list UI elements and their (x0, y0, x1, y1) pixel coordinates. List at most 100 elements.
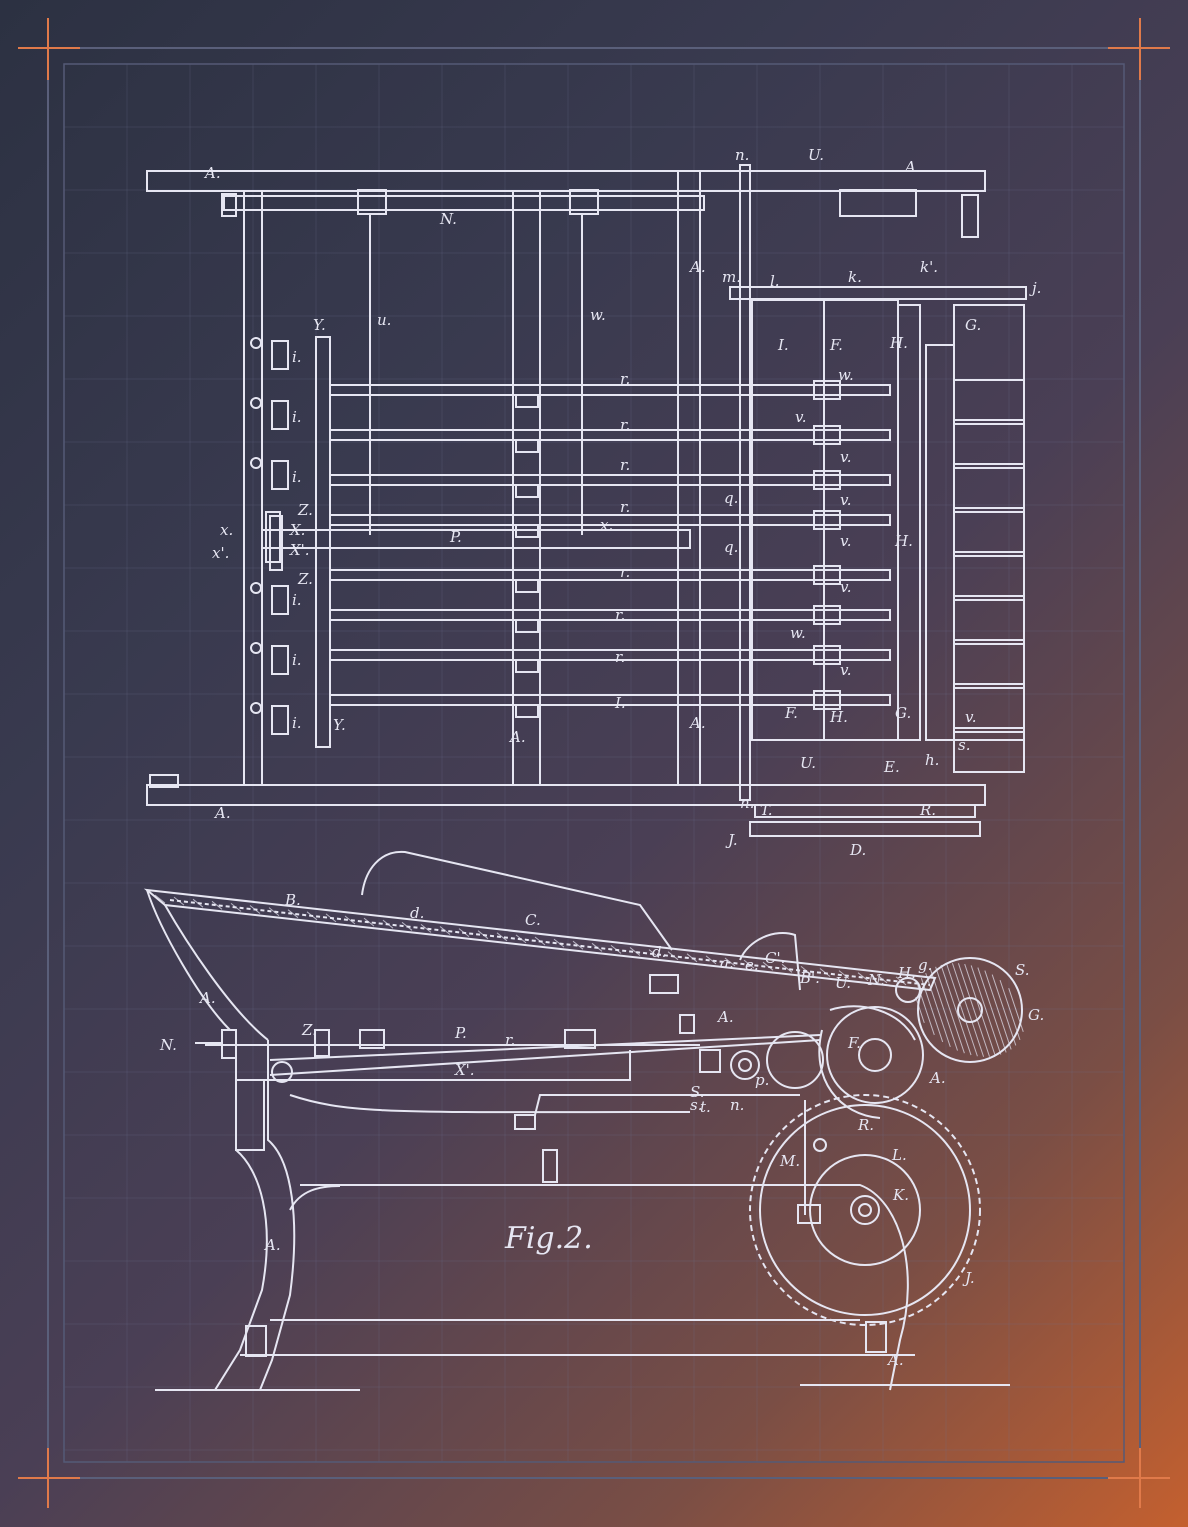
fig1-label: r. (620, 563, 630, 581)
fig1-label: w. (838, 366, 854, 384)
figure-2-labels: B.C.d.d.C'.a.e.B'.U.N.H.g.S.G.A.N.Z.P.r.… (159, 891, 1044, 1369)
fig1-label: n. (740, 794, 754, 812)
fig1-label: J. (725, 831, 738, 849)
fig1-label: w. (790, 624, 806, 642)
fig1-label: l. (770, 272, 780, 290)
fig2-label: C. (525, 911, 541, 929)
fig2-label: a. (720, 954, 734, 972)
fig1-label: X. (289, 521, 305, 539)
fig1-label: q. (724, 538, 738, 556)
fig1-label: U. (800, 754, 816, 772)
fig1-label: A. (903, 158, 921, 176)
fig2-label: S. (1015, 961, 1030, 979)
fig1-label: i. (292, 408, 302, 426)
fig1-label: N. (439, 210, 457, 228)
fig1-label: Z. (297, 570, 313, 588)
fig2-label: H. (897, 964, 916, 982)
cylinder-hatching (154, 894, 1024, 1057)
fig2-label: B. (284, 891, 301, 909)
fig2-label: J. (962, 1269, 975, 1287)
fig1-label: H. (889, 334, 908, 352)
fig1-label: v. (840, 532, 851, 550)
fig2-label: t. (700, 1098, 711, 1116)
fig1-label: x. (220, 521, 233, 539)
fig1-label: v. (795, 408, 806, 426)
fig1-label: m. (722, 268, 741, 286)
fig1-label: v. (840, 661, 851, 679)
fig1-label: A. (688, 258, 706, 276)
fig1-label: w. (590, 306, 606, 324)
fig2-label: g. (918, 956, 932, 974)
fig1-label: Y. (333, 716, 346, 734)
figure-1-labels: A. A. A. A. A. A. n. U. N. u. w. Y. Y. i. i. i. i. i. i. x.… (203, 146, 1041, 859)
fig1-label: n. (735, 146, 749, 164)
fig2-label: C'. (765, 949, 785, 967)
fig1-label: F. (829, 336, 843, 354)
fig1-label: G. (965, 316, 981, 334)
fig1-label: r. (620, 370, 630, 388)
fig1-label: x. (600, 516, 613, 534)
fig1-label: v. (840, 448, 851, 466)
fig1-label: j. (1029, 279, 1041, 297)
fig1-label: i. (292, 468, 302, 486)
fig1-label: Z. (297, 501, 313, 519)
fig2-label: U. (835, 974, 851, 992)
fig1-label: i. (292, 651, 302, 669)
fig2-label: F. (847, 1034, 861, 1052)
fig1-label: k. (848, 268, 862, 286)
fig1-label: q. (724, 489, 738, 507)
figure-caption: Fig.2. (504, 1221, 593, 1256)
fig2-label: p. (755, 1071, 769, 1089)
fig1-label: i. (292, 348, 302, 366)
corner-crop-marks (18, 18, 1170, 1508)
fig1-label: r. (620, 416, 630, 434)
fig2-label: P. (454, 1024, 467, 1042)
fig1-label: U. (808, 146, 824, 164)
fig1-label: Y. (313, 316, 326, 334)
fig1-label: D. (849, 841, 866, 859)
fig2-label: N. (867, 971, 885, 989)
fig1-label: A. (688, 714, 706, 732)
fig2-label: d. (652, 943, 666, 961)
fig1-label: i. (292, 714, 302, 732)
figure-2-side-elevation (143, 850, 1023, 1391)
fig1-label: X'. (289, 541, 310, 559)
fig2-label: A. (886, 1351, 904, 1369)
fig1-label: u. (377, 311, 391, 329)
fig2-label: M. (779, 1152, 800, 1170)
fig2-label: A. (716, 1008, 734, 1026)
fig2-label: K. (892, 1186, 909, 1204)
fig1-label: E. (883, 758, 900, 776)
fig1-label: v. (840, 578, 851, 596)
fig1-label: F. (784, 704, 798, 722)
fig1-label: v. (965, 708, 976, 726)
fig2-label: R. (857, 1116, 874, 1134)
fig2-label: S. (690, 1083, 705, 1101)
fig2-label: A. (263, 1236, 281, 1254)
fig1-label: T. (760, 801, 773, 819)
fig1-label: r. (615, 606, 625, 624)
fig2-label: N. (159, 1036, 177, 1054)
fig2-label: B'. (799, 969, 820, 987)
fig1-label: r. (620, 498, 630, 516)
fig1-label: I. (614, 694, 626, 712)
figure-1-plan-view (146, 164, 1027, 837)
fig2-label: e. (745, 956, 759, 974)
fig1-label: A. (508, 728, 526, 746)
fig1-label: H. (894, 532, 913, 550)
background-grid (63, 63, 1124, 1462)
fig1-label: I. (777, 336, 789, 354)
fig2-label: A. (928, 1069, 946, 1087)
fig1-label: A. (203, 164, 221, 182)
fig1-label: P. (449, 528, 462, 546)
fig2-label: s. (690, 1096, 702, 1114)
fig1-label: A. (213, 804, 231, 822)
fig1-label: v. (840, 491, 851, 509)
fig2-label: G. (1028, 1006, 1044, 1024)
frame-border (47, 47, 1141, 1479)
fig1-label: i. (292, 591, 302, 609)
fig2-label: Z. (301, 1021, 317, 1039)
fig2-label: r. (505, 1031, 515, 1049)
fig1-label: k'. (920, 258, 938, 276)
